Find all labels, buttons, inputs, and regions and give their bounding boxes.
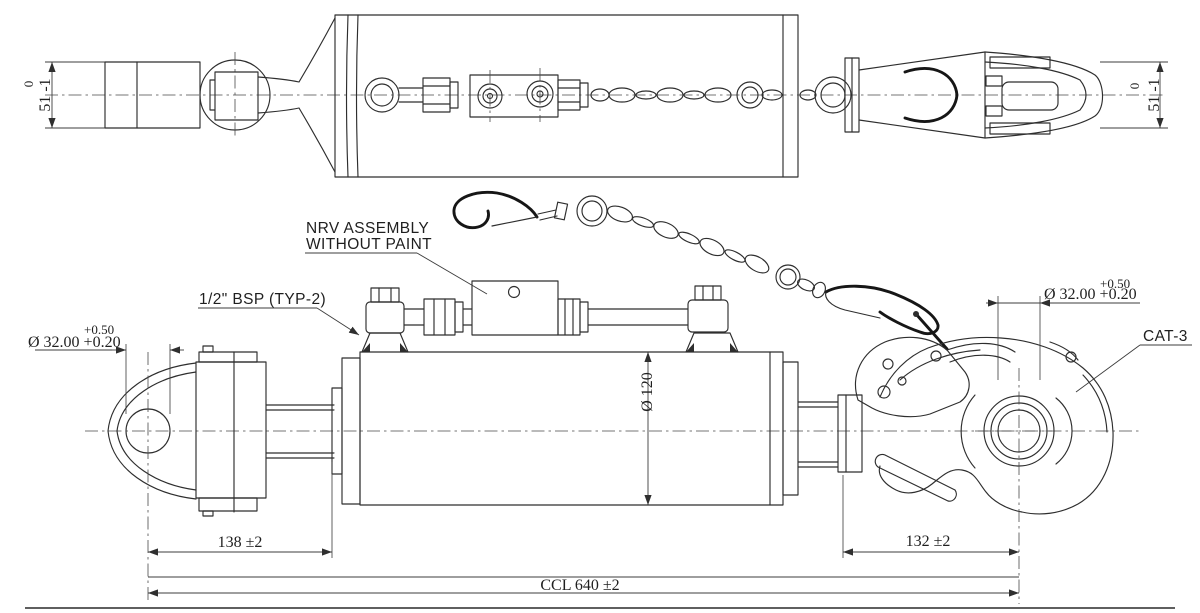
dim-ccl: CCL 640 ±2 (148, 576, 1019, 597)
dim-138-value: 138 ±2 (218, 534, 263, 551)
dim-ccl-value: CCL 640 ±2 (540, 577, 619, 594)
dim-width-right-value: 51 -1 (1146, 78, 1163, 111)
dim-width-top-left: 51 -1 0 (21, 61, 110, 129)
weld-symbols (362, 343, 738, 352)
dim-bore-left: +0.50 Ø 32.00 +0.20 (28, 322, 184, 414)
cylinder-tube (359, 351, 784, 506)
chain-ring-right (775, 264, 801, 290)
latch-spring-top (903, 67, 959, 123)
latch-linkage (874, 453, 957, 502)
side-view: +0.50 Ø 32.00 +0.20 Ø 120 (28, 220, 1192, 604)
dim-width-left-value: 51 -1 (37, 78, 54, 111)
label-bsp: 1/2" BSP (TYP-2) (198, 291, 360, 336)
dim-width-right-tol: 0 (1127, 83, 1142, 90)
bore-right-value: Ø 32.00 +0.20 (1044, 286, 1137, 303)
fork-end-side-view (107, 345, 335, 600)
fork-end-top-view (104, 17, 336, 173)
bore-left-tol: +0.50 (84, 322, 114, 337)
nrv-label-line1: NRV ASSEMBLY (306, 220, 429, 237)
label-nrv: NRV ASSEMBLY WITHOUT PAINT (305, 220, 488, 295)
bore-left-value: Ø 32.00 +0.20 (28, 334, 121, 351)
cat3-hook-side-view (854, 336, 1114, 604)
dim-132: 132 ±2 (842, 475, 1019, 558)
cylinder-side-view (331, 343, 863, 506)
nrv-plumbing-side-view (361, 280, 739, 353)
nrv-valve-block (471, 280, 559, 336)
dim-cylinder-diameter: Ø 120 (639, 352, 656, 505)
bsp-label: 1/2" BSP (TYP-2) (199, 291, 326, 308)
cylinder-top-view (334, 14, 799, 178)
cat3-label: CAT-3 (1143, 328, 1188, 345)
label-cat3: CAT-3 (1075, 328, 1192, 393)
safety-chain-top-view (608, 81, 783, 109)
safety-chain-side-view (452, 190, 949, 351)
hook-centerlines (975, 368, 1052, 604)
dim-bore-right: +0.50 Ø 32.00 +0.20 (986, 276, 1140, 380)
dim-138: 138 ±2 (148, 462, 333, 558)
dim-width-left-tol: 0 (21, 81, 36, 88)
cylinder-diameter-value: Ø 120 (639, 372, 656, 412)
snap-hook-left (452, 190, 539, 230)
bore-right-tol: +0.50 (1100, 276, 1130, 291)
dim-132-value: 132 ±2 (906, 533, 951, 550)
snap-hook-right (824, 284, 940, 336)
dim-width-top-right: 51 -1 0 (1100, 61, 1168, 129)
top-view: 51 -1 0 (21, 14, 1168, 178)
latch-bracket (854, 336, 970, 418)
nrv-label-line2: WITHOUT PAINT (306, 236, 432, 253)
hook-top-view (799, 51, 1104, 139)
